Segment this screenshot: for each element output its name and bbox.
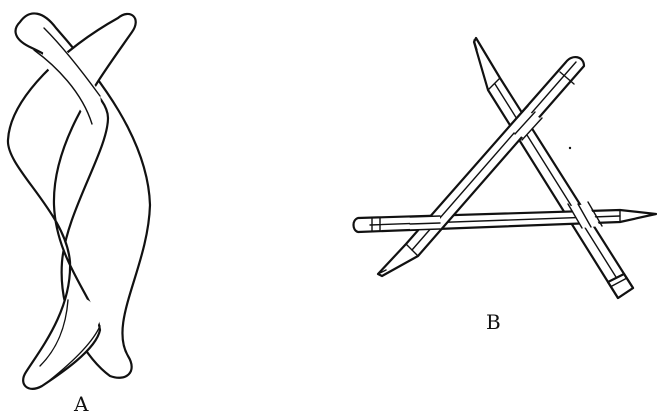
figure-a xyxy=(8,13,150,388)
speck-dot xyxy=(569,147,571,149)
figure-b-label: B xyxy=(486,312,501,332)
pencil-horizontal-over-diagonal xyxy=(410,216,440,230)
figure-b xyxy=(354,38,657,298)
pencil-horizontal-icon xyxy=(354,210,657,232)
figure-a-label: A xyxy=(74,394,88,414)
